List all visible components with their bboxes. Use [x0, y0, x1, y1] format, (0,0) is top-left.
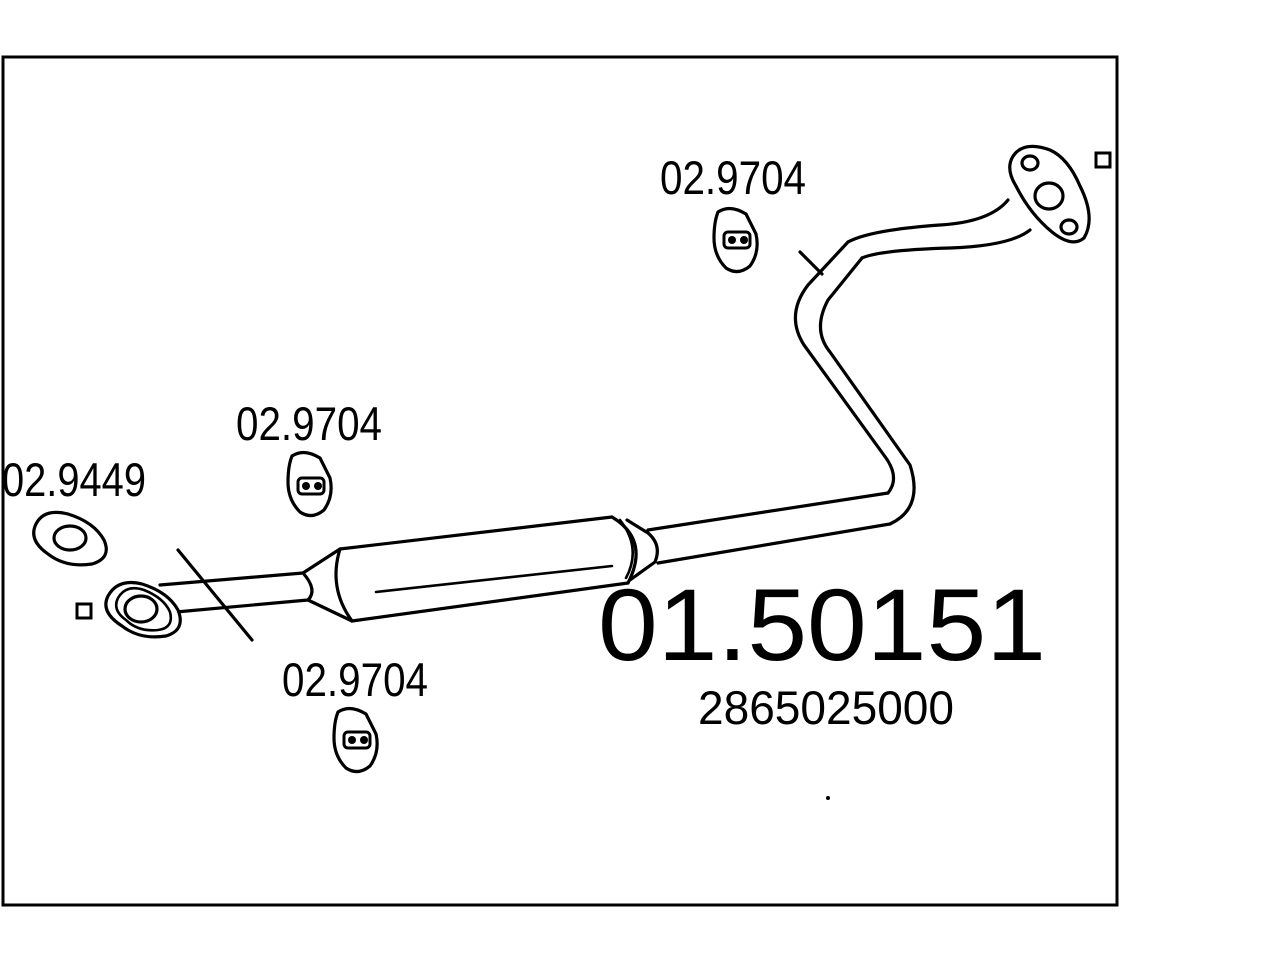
stray-dot — [826, 796, 830, 800]
diagram-frame — [1, 55, 1119, 907]
rubber-hanger-middle-icon — [286, 450, 333, 518]
hanger-bottom-part-number: 02.9704 — [282, 653, 428, 706]
front-marker-square — [75, 602, 93, 620]
hanger-top-part-number: 02.9704 — [660, 151, 806, 204]
rubber-hanger-top-icon — [712, 206, 759, 274]
gasket-icon — [32, 510, 108, 567]
gasket-part-number: 02.9449 — [2, 453, 146, 506]
hanger-middle-part-number: 02.9704 — [236, 397, 382, 450]
rear-marker-square — [1094, 151, 1112, 169]
rubber-hanger-bottom-icon — [332, 706, 379, 774]
oe-reference-number: 2865025000 — [698, 681, 954, 734]
exhaust-center-pipe — [104, 144, 1091, 642]
main-part-number: 01.50151 — [598, 568, 1046, 682]
